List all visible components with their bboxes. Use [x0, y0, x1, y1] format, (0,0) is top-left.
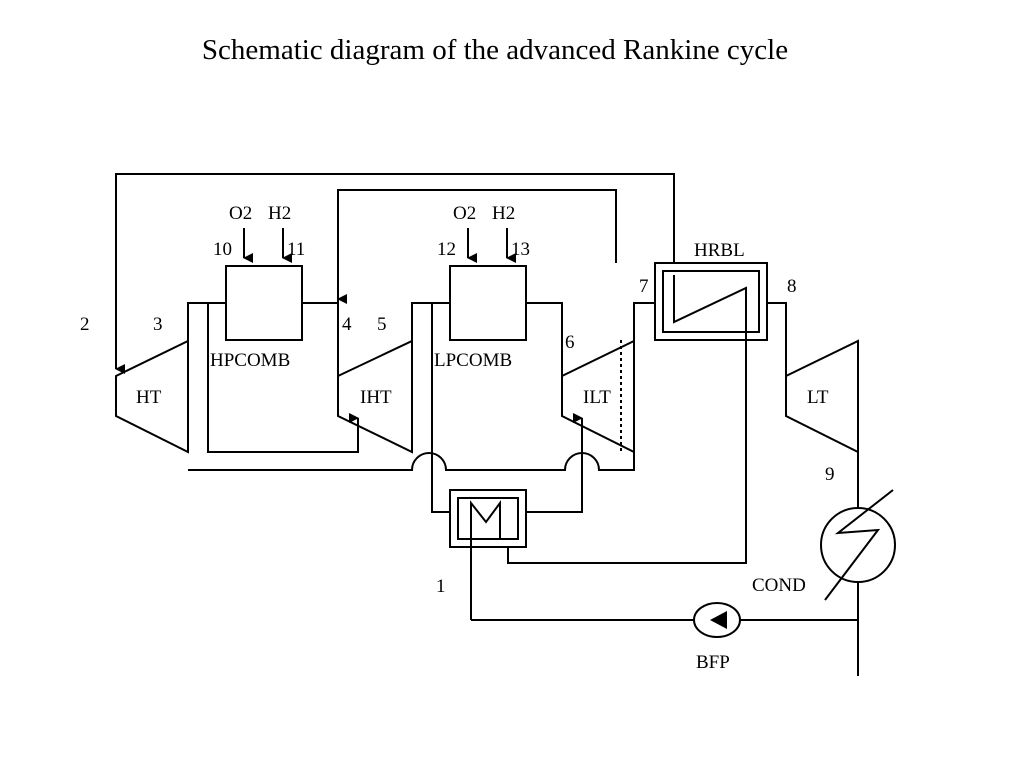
lpcomb-combustor: [449, 265, 527, 341]
state-13: 13: [511, 239, 530, 260]
hrbl-heat-recovery-boiler: [507, 262, 768, 564]
label-lt: LT: [807, 387, 829, 408]
pipe-iht-to-lpcomb: [411, 302, 450, 341]
pipe-lpcomb-to-heater: [431, 303, 450, 513]
label-h2-hp: H2: [268, 203, 291, 224]
pipe-hrbl-to-lt: [767, 302, 787, 376]
pipe-ilt-to-hrbl: [633, 302, 655, 341]
hpcomb-combustor: [225, 265, 303, 341]
label-ilt: ILT: [583, 387, 611, 408]
label-o2-hp: O2: [229, 203, 252, 224]
ht-turbine: [115, 339, 189, 454]
feedwater-heater: [449, 489, 527, 620]
state-9: 9: [825, 464, 835, 485]
pipe-hrbl-to-iht: [337, 189, 617, 304]
pipe-heater-to-ilt: [526, 413, 583, 513]
label-hpcomb: HPCOMB: [210, 350, 290, 371]
pipe-lower-crossover: [188, 452, 635, 471]
label-h2-lp: H2: [492, 203, 515, 224]
label-lpcomb: LPCOMB: [434, 350, 512, 371]
label-bfp: BFP: [696, 652, 730, 673]
iht-turbine: [337, 339, 413, 454]
bfp-pump: [693, 602, 741, 638]
label-ht: HT: [136, 387, 162, 408]
pipe-ht-to-hpcomb: [187, 302, 226, 341]
pipe-hpcomb-bypass: [207, 303, 359, 453]
state-12: 12: [437, 239, 456, 260]
state-5: 5: [377, 314, 387, 335]
state-2: 2: [80, 314, 90, 335]
label-iht: IHT: [360, 387, 392, 408]
state-1: 1: [436, 576, 446, 597]
pipe-hrbl-to-ht: [115, 173, 675, 374]
state-7: 7: [639, 276, 649, 297]
pump-direction-icon: [710, 611, 727, 629]
state-8: 8: [787, 276, 797, 297]
label-o2-lp: O2: [453, 203, 476, 224]
state-11: 11: [287, 239, 305, 260]
label-cond: COND: [752, 575, 806, 596]
pipe-lpcomb-to-ilt: [526, 302, 563, 376]
state-3: 3: [153, 314, 163, 335]
diagram-title: Schematic diagram of the advanced Rankin…: [201, 34, 789, 66]
state-10: 10: [213, 239, 232, 260]
state-4: 4: [342, 314, 352, 335]
label-hrbl: HRBL: [694, 240, 745, 261]
state-6: 6: [565, 332, 575, 353]
